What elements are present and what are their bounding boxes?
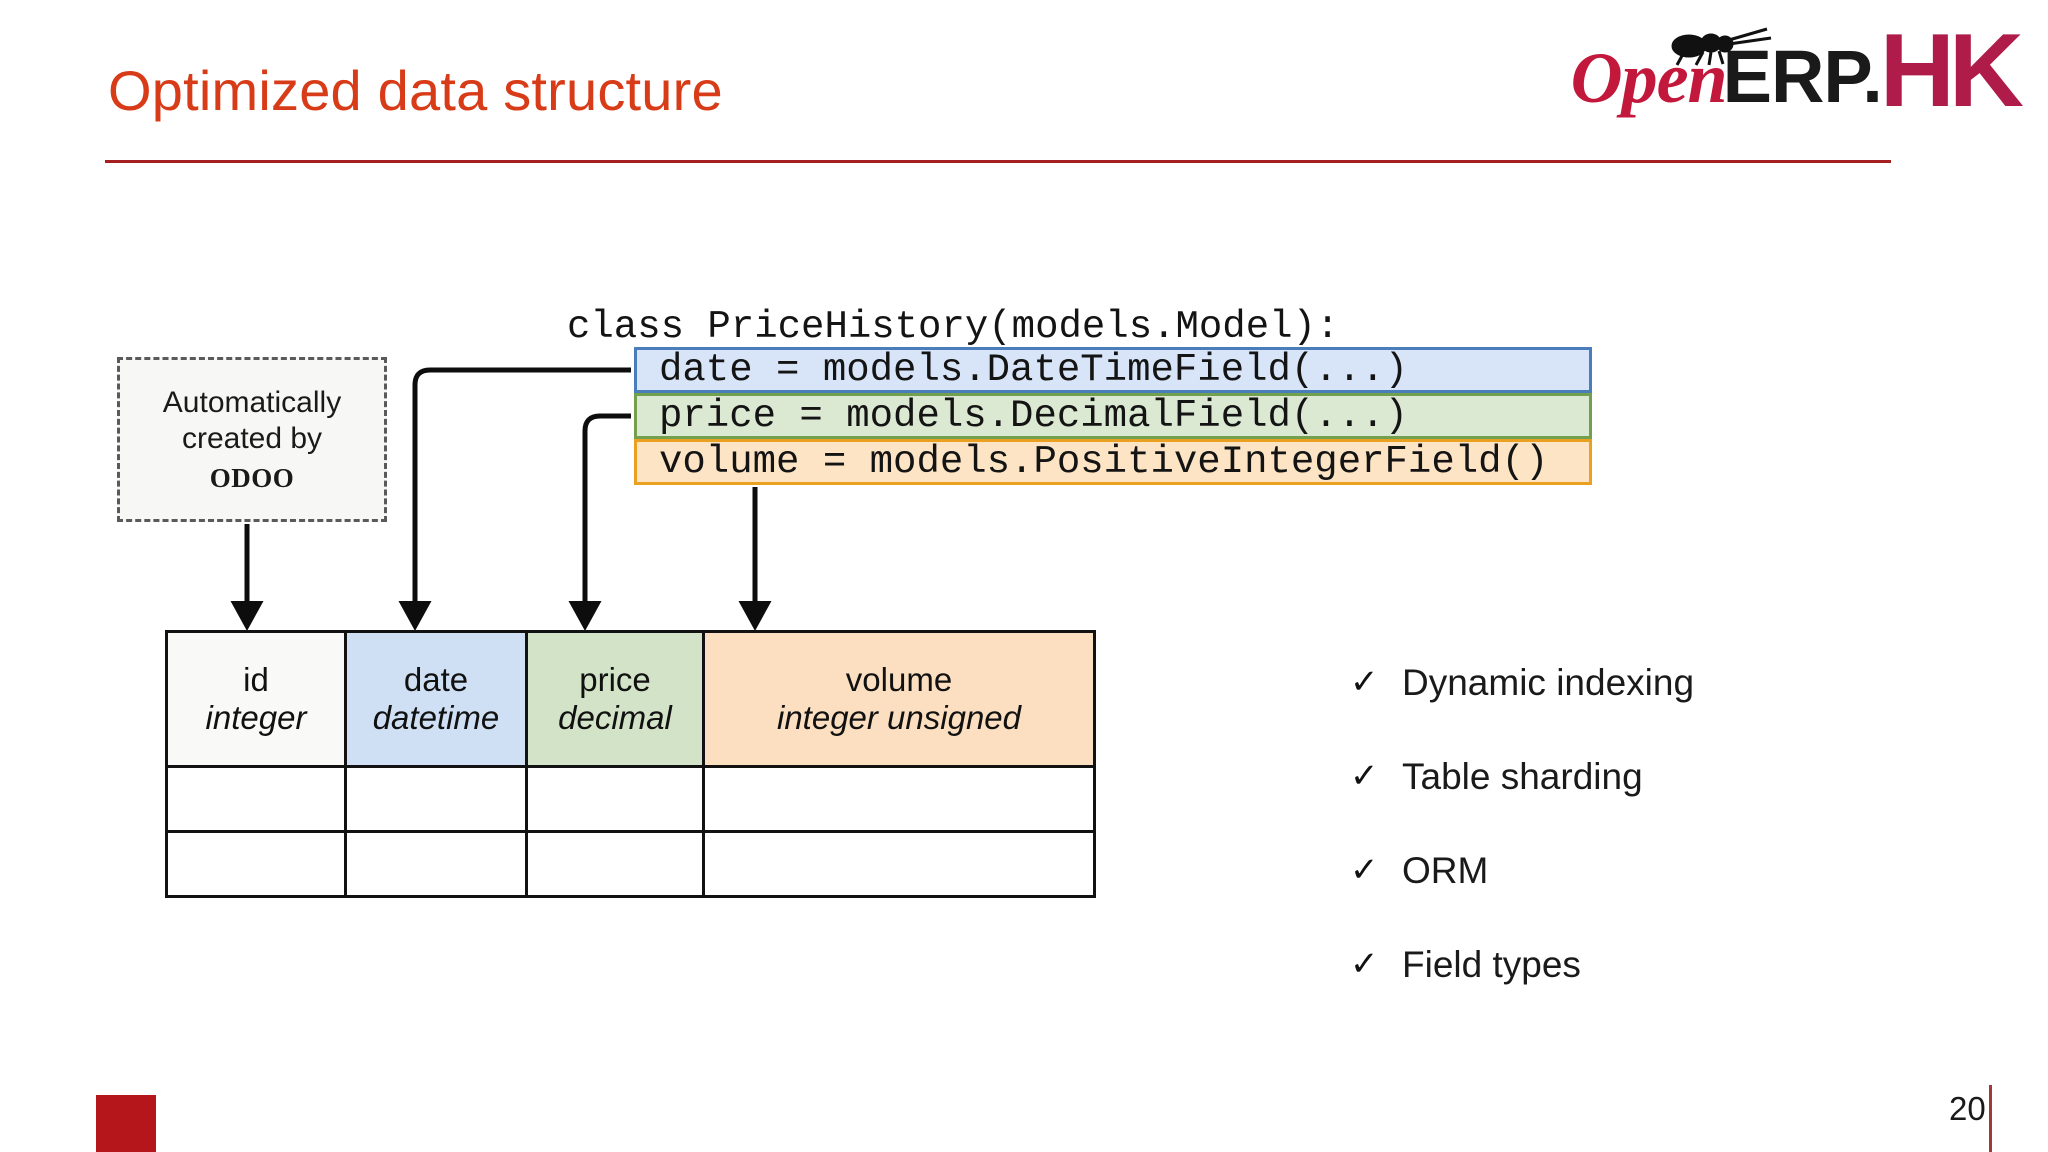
ant-icon xyxy=(1671,27,1771,66)
check-icon: ✓ xyxy=(1350,757,1379,795)
feature-list: ✓ Dynamic indexing ✓ Table sharding ✓ OR… xyxy=(1350,635,1870,1011)
table-header-id-type: integer xyxy=(205,699,307,736)
footer-accent-square xyxy=(96,1095,156,1152)
page-number-divider xyxy=(1989,1085,1992,1152)
check-icon: ✓ xyxy=(1350,945,1379,983)
logo-erp-text: ERP. xyxy=(1722,35,1883,118)
table-header-volume: volume integer unsigned xyxy=(702,630,1096,768)
check-icon: ✓ xyxy=(1350,663,1379,701)
table-header-price-name: price xyxy=(579,661,651,699)
table-cell-date xyxy=(344,765,528,833)
table-row xyxy=(165,765,1096,833)
table-cell-price xyxy=(525,830,705,898)
page-number: 20 xyxy=(1949,1090,1986,1127)
table-header-date-type: datetime xyxy=(372,699,500,736)
code-field-volume: volume = models.PositiveIntegerField() xyxy=(634,439,1592,485)
table-header-id: id integer xyxy=(165,630,347,768)
table-header-price-type: decimal xyxy=(558,699,672,736)
auto-created-note-text: Automatically created by xyxy=(162,386,342,455)
list-item: ✓ ORM xyxy=(1350,823,1870,917)
table-header-volume-name: volume xyxy=(845,661,953,699)
table-header-row: id integer date datetime price decimal v… xyxy=(165,630,1096,768)
code-field-date: date = models.DateTimeField(...) xyxy=(634,347,1592,393)
check-icon: ✓ xyxy=(1350,851,1379,889)
table-header-date-name: date xyxy=(403,661,469,699)
odoo-brand-label: ODOO xyxy=(209,463,295,493)
table-header-volume-type: integer unsigned xyxy=(776,699,1022,736)
table-row xyxy=(165,830,1096,898)
table-cell-id xyxy=(165,830,347,898)
logo-hk-text: HK xyxy=(1879,12,2024,129)
feature-label-orm: ORM xyxy=(1402,849,1489,891)
list-item: ✓ Field types xyxy=(1350,917,1870,1011)
code-class-declaration: class PriceHistory(models.Model): xyxy=(567,305,1340,349)
feature-label-table-sharding: Table sharding xyxy=(1402,755,1643,797)
list-item: ✓ Table sharding xyxy=(1350,729,1870,823)
openerp-hk-logo: Open ERP. HK xyxy=(1571,12,2024,129)
feature-label-dynamic-indexing: Dynamic indexing xyxy=(1402,661,1695,703)
page-title: Optimized data structure xyxy=(108,59,723,122)
table-header-date: date datetime xyxy=(344,630,528,768)
table-cell-volume xyxy=(702,765,1096,833)
list-item: ✓ Dynamic indexing xyxy=(1350,635,1870,729)
table-header-price: price decimal xyxy=(525,630,705,768)
table-header-id-name: id xyxy=(243,661,269,699)
feature-label-field-types: Field types xyxy=(1402,943,1581,985)
title-underline-rule xyxy=(105,160,1891,163)
auto-created-note: Automatically created by ODOO xyxy=(117,357,387,522)
table-cell-price xyxy=(525,765,705,833)
table-cell-id xyxy=(165,765,347,833)
database-table: id integer date datetime price decimal v… xyxy=(165,630,1096,898)
table-cell-date xyxy=(344,830,528,898)
code-field-price: price = models.DecimalField(...) xyxy=(634,393,1592,439)
table-cell-volume xyxy=(702,830,1096,898)
